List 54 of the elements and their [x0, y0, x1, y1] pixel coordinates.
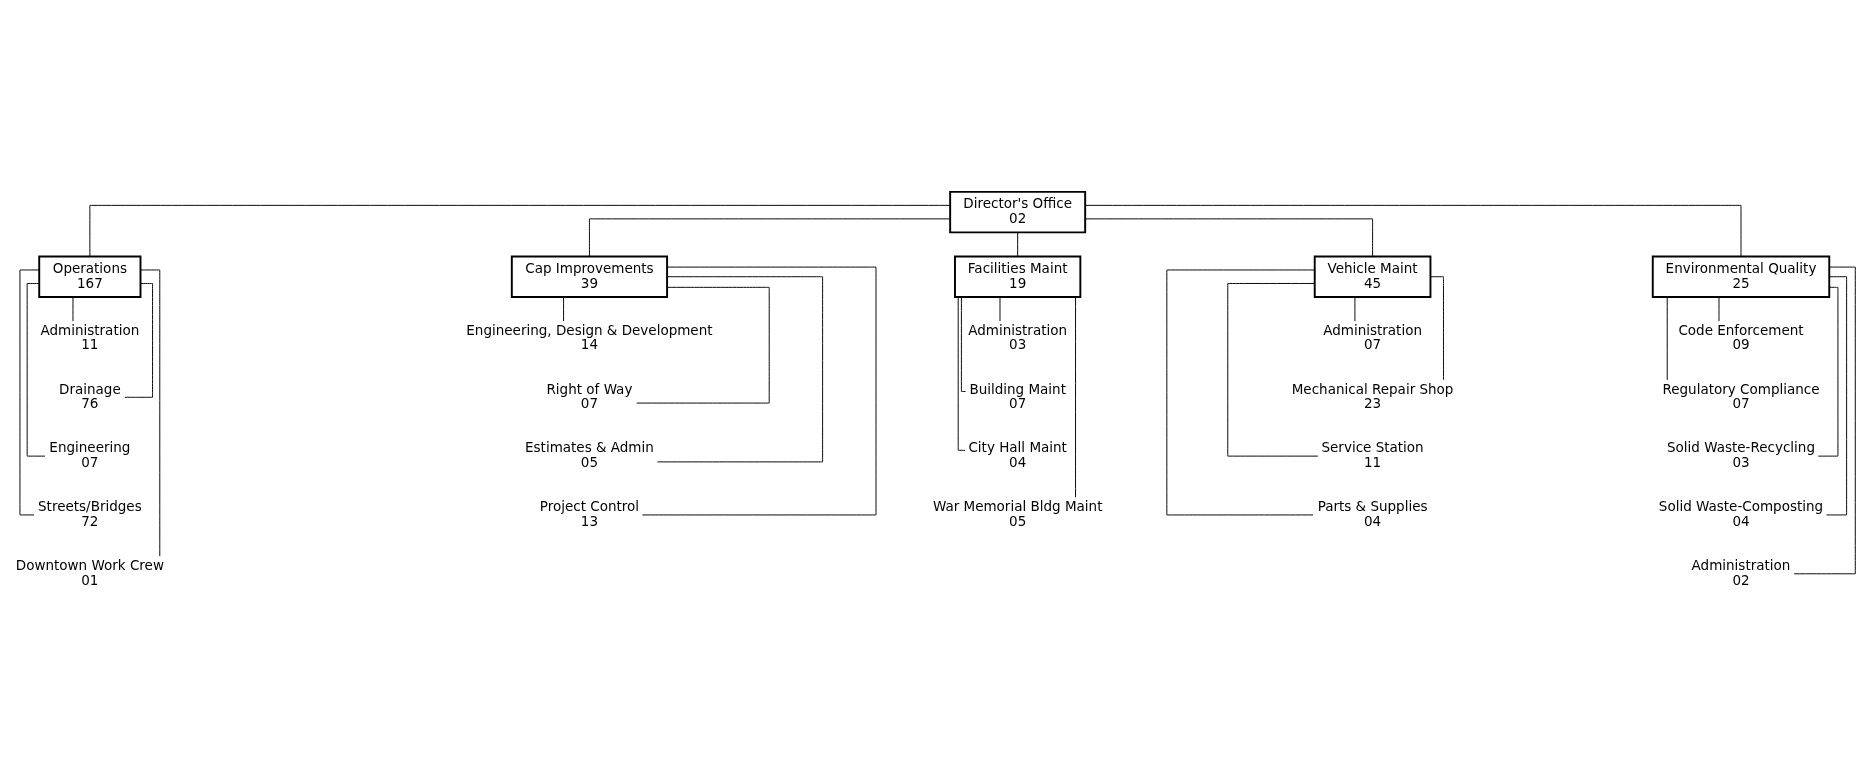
connector — [1793, 266, 1856, 575]
node-text: Administration 02 — [1691, 557, 1791, 588]
connector — [1817, 286, 1839, 457]
connector — [1017, 232, 1019, 257]
connector — [641, 266, 877, 516]
connector — [72, 296, 74, 322]
connector — [1718, 296, 1720, 322]
connector — [957, 296, 966, 451]
connector — [657, 276, 824, 463]
node-text: Engineering, Design & Development 14 — [466, 321, 713, 353]
node-text: Administration 07 — [1323, 321, 1422, 353]
node-text: City Hall Maint 04 — [968, 439, 1067, 470]
connector — [26, 283, 46, 457]
node-text: Estimates & Admin 05 — [525, 439, 654, 470]
node-text: Building Maint 07 — [969, 380, 1066, 412]
connector — [1354, 296, 1356, 322]
node-text: Solid Waste-Composting 04 — [1658, 498, 1824, 529]
connector — [140, 269, 161, 557]
connector — [1075, 296, 1076, 498]
connector — [124, 283, 154, 398]
node-text: Streets/Bridges 72 — [38, 498, 142, 529]
connector — [1826, 276, 1848, 516]
node-text: Regulatory Compliance 07 — [1662, 380, 1820, 412]
node-text: Engineering 07 — [49, 439, 131, 470]
connector — [1084, 218, 1374, 257]
node-text: Administration 03 — [968, 321, 1068, 353]
connector — [1084, 204, 1742, 257]
node-box: Cap Improvements 39 — [510, 255, 669, 298]
connector — [588, 218, 951, 257]
connector — [1666, 296, 1668, 381]
node-text: Project Control 13 — [539, 498, 640, 529]
node-box: Environmental Quality 25 — [1651, 255, 1831, 298]
node-box: Vehicle Maint 45 — [1313, 255, 1432, 298]
node-text: War Memorial Bldg Maint 05 — [932, 498, 1103, 529]
node-text: Administration 11 — [40, 321, 140, 353]
node-text: Right of Way 07 — [546, 380, 633, 412]
node-box: Operations 167 — [38, 255, 142, 298]
connector — [1430, 276, 1444, 381]
connector — [999, 296, 1001, 322]
node-text: Parts & Supplies 04 — [1317, 498, 1428, 529]
connector — [1166, 269, 1315, 516]
node-text: Code Enforcement 09 — [1678, 321, 1804, 353]
node-box: Director's Office 02 — [949, 190, 1087, 234]
node-text: Downtown Work Crew 01 — [15, 557, 164, 588]
node-box: Facilities Maint 19 — [954, 255, 1082, 298]
connector — [636, 286, 770, 404]
node-text: Solid Waste-Recycling 03 — [1667, 439, 1816, 470]
node-text: Service Station 11 — [1321, 439, 1424, 470]
node-text: Mechanical Repair Shop 23 — [1291, 380, 1454, 412]
connector — [89, 204, 951, 257]
node-text: Drainage 76 — [59, 380, 121, 412]
connector — [563, 296, 565, 322]
connector — [960, 296, 966, 392]
connector — [1227, 283, 1319, 457]
